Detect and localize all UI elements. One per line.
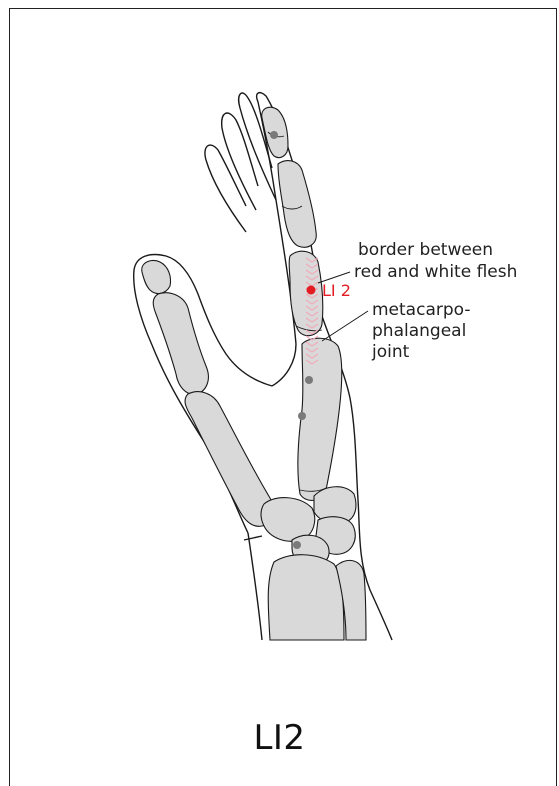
joint-label-line2: phalangeal [372,321,466,341]
joint-label-line3: joint [372,342,409,362]
index-metacarpal-bone [298,338,342,500]
acupoint-label: LI 2 [322,281,351,300]
radius-bone [268,555,344,640]
joint-leader-line [322,311,368,341]
thumb-distal-bone [142,260,171,293]
landmark-dot-index-tip [270,131,278,139]
thumb-metacarpal-bone [185,392,274,527]
index-middle-bone [278,161,316,248]
li2-acupoint [307,286,316,295]
point-title: LI2 [0,718,559,758]
landmark-dot-mcp [305,376,313,384]
bones [142,107,366,640]
landmark-dot-metacarpal [298,412,306,420]
thumb-proximal-bone [153,293,208,394]
border-label-line2: red and white flesh [354,262,517,282]
border-label-line1: border between [358,240,493,260]
landmark-dot-wrist [293,541,301,549]
joint-label-line1: metacarpo- [372,300,471,320]
hand-skin-outline [134,93,392,640]
